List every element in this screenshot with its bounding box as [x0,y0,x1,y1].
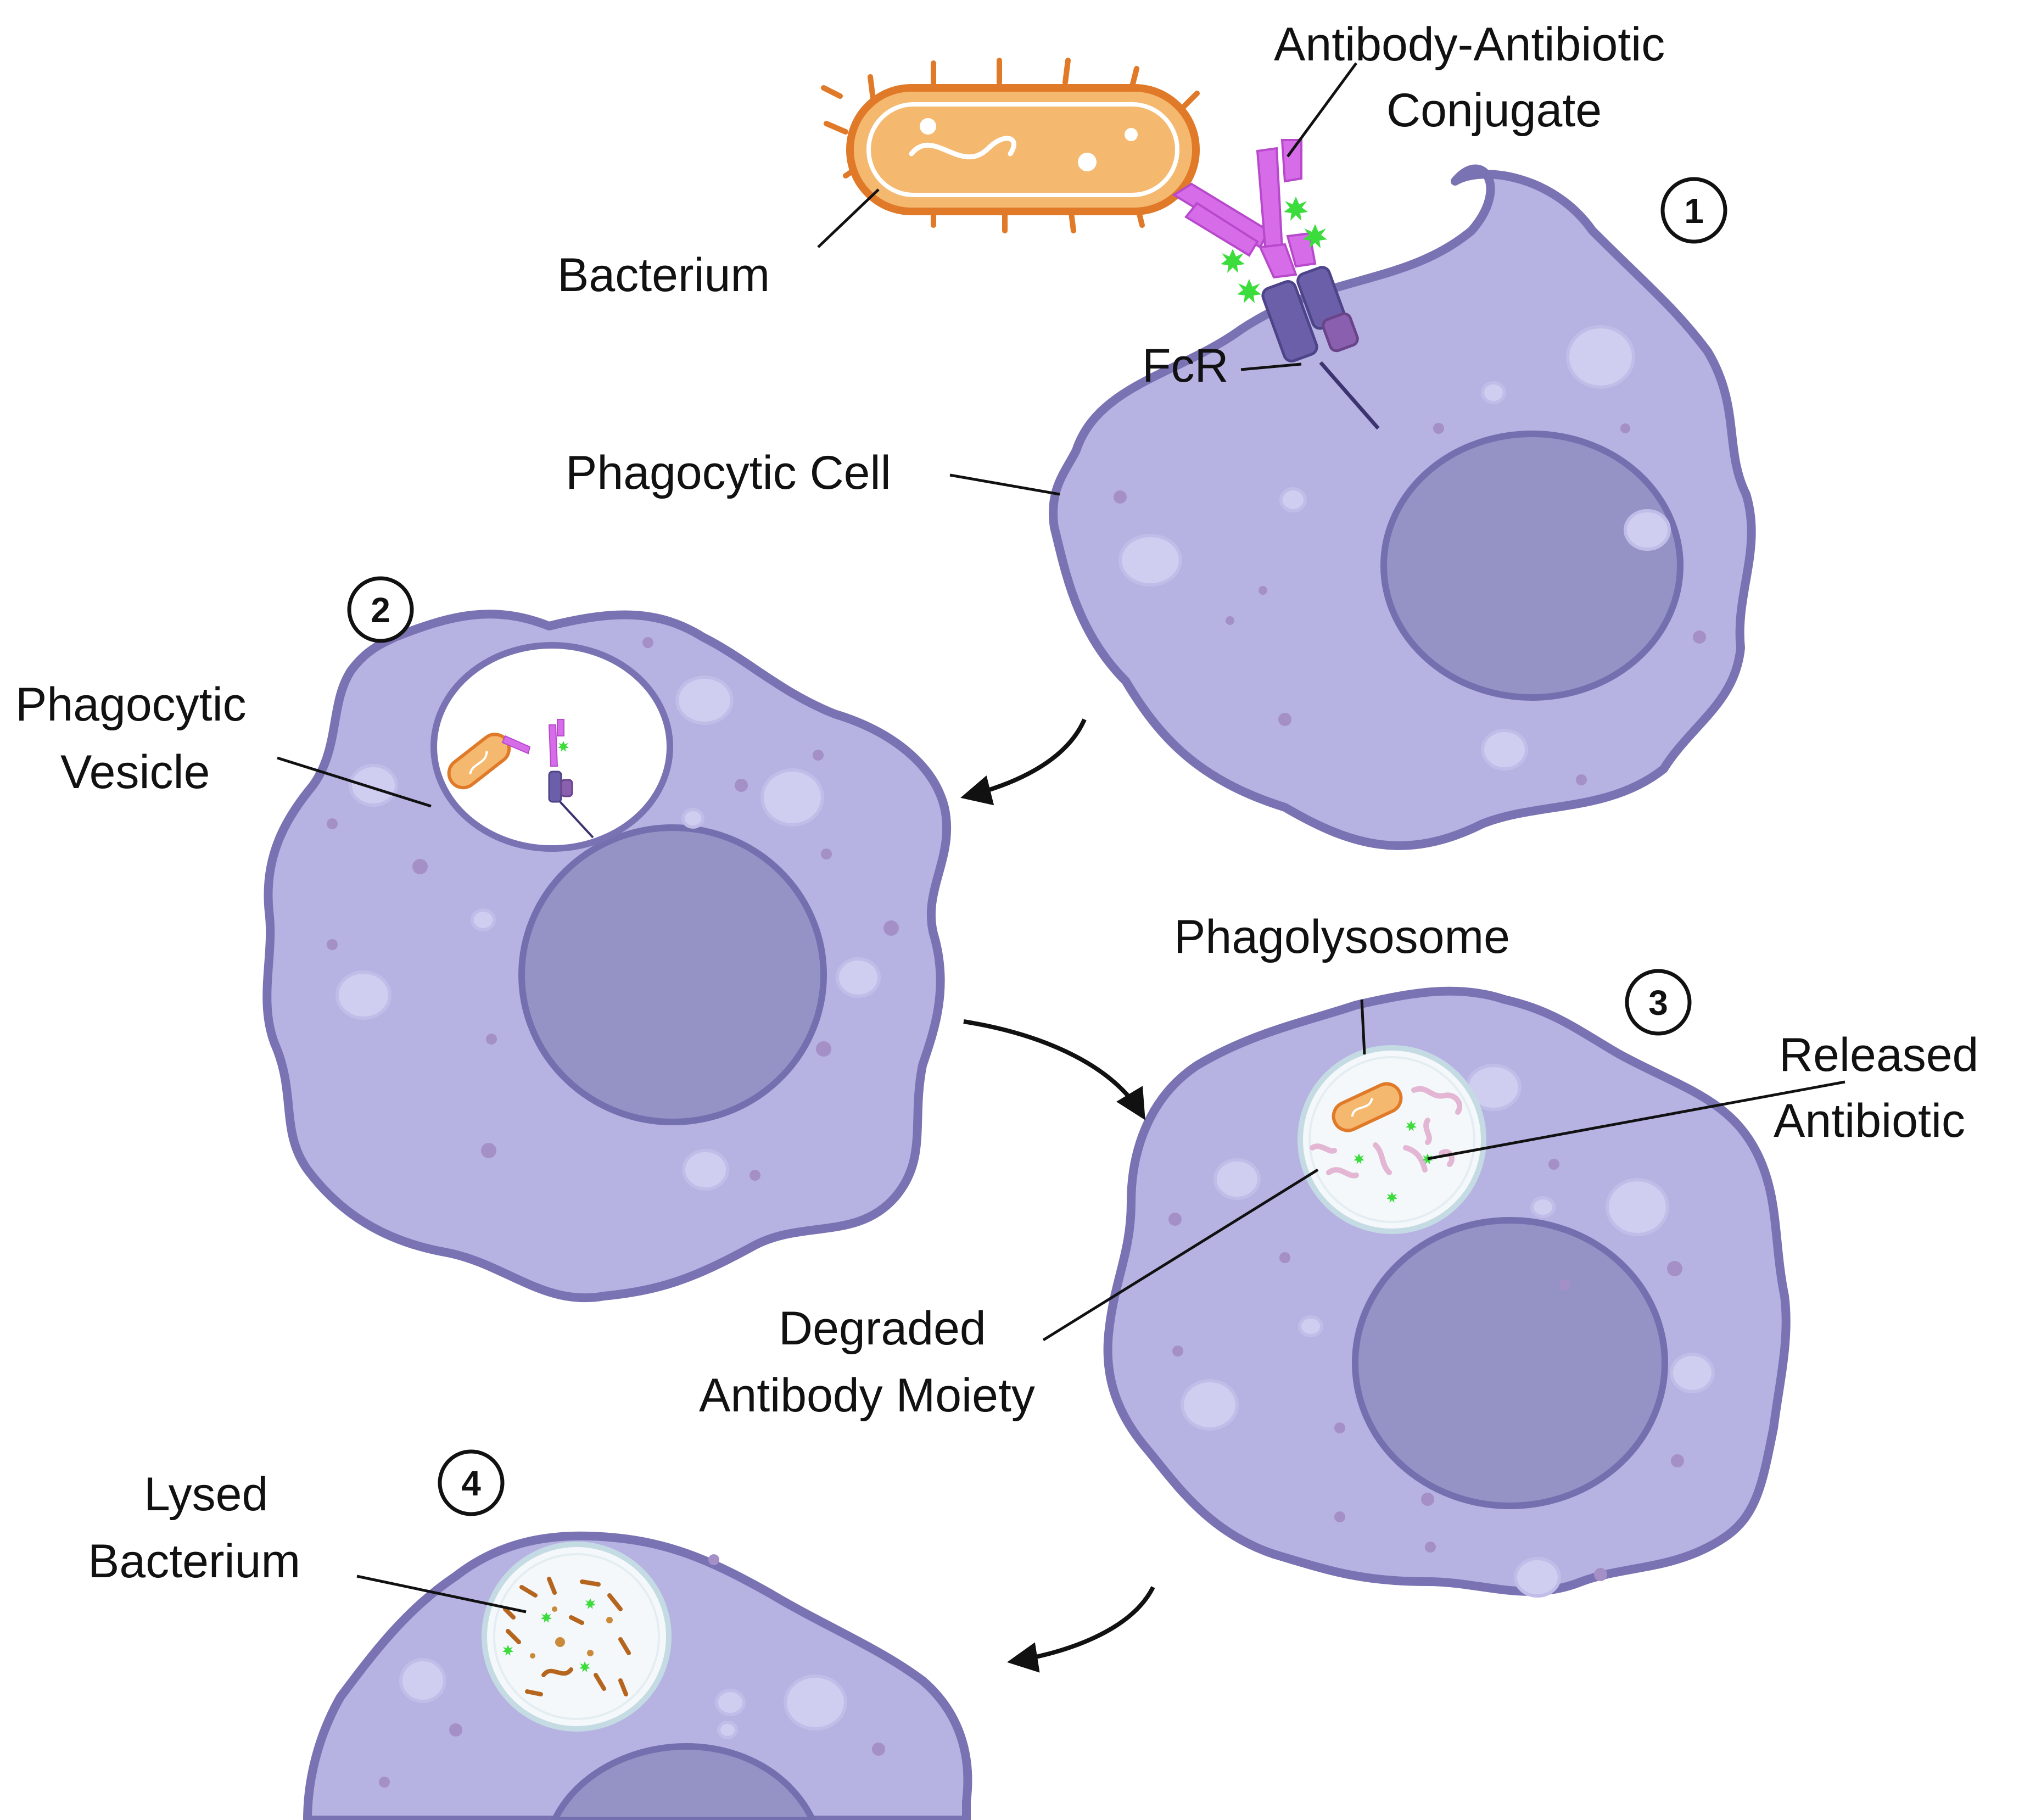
label-conjugate-line1: Antibody-Antibiotic [1274,18,1665,71]
label-released-antibiotic-line1: Released [1779,1029,1978,1081]
cell-1-phagocytic-cell [1049,164,1756,850]
label-phagocytic-vesicle-line1: Phagocytic [15,678,247,731]
step-2-marker: 2 [347,576,414,643]
label-phagocytic-vesicle-line2: Vesicle [60,746,210,799]
step-4-marker: 4 [438,1449,505,1516]
antibody-antibiotic-conjugate [1172,139,1327,303]
cell-2-nucleus [518,824,827,1125]
label-degraded-line2: Antibody Moiety [699,1369,1035,1422]
label-bacterium: Bacterium [557,249,770,302]
label-degraded-line1: Degraded [779,1302,986,1355]
label-conjugate-line2: Conjugate [1386,84,1602,137]
cell-3-nucleus [1352,1217,1668,1509]
cell-4-phagocytic-cell [303,1531,972,1820]
phagolysosome [1297,1045,1486,1234]
cell-4-nucleus [551,1743,816,1820]
bacterium [821,58,1200,233]
label-phagolysosome: Phagolysosome [1174,911,1510,963]
fc-receptor [1261,266,1380,430]
svg-text:3: 3 [1648,983,1668,1023]
label-released-antibiotic-line2: Antibiotic [1774,1095,1965,1147]
engulfed-conjugate [501,719,594,839]
cell-1-nucleus [1380,431,1684,701]
label-phagocytic-cell: Phagocytic Cell [566,446,891,499]
label-fcr: FcR [1142,339,1229,392]
cell-2-phagocytic-cell [262,610,951,1303]
svg-text:2: 2 [371,590,390,630]
step-3-marker: 3 [1625,969,1692,1036]
cell-3-phagocytic-cell [1103,986,1791,1598]
label-lysed-line2: Bacterium [88,1535,300,1588]
svg-text:1: 1 [1684,191,1704,231]
arrow-step1-to-step2 [960,718,1087,806]
arrow-step3-to-step4 [1006,1586,1155,1673]
label-lysed-line1: Lysed [144,1468,268,1521]
lysed-bacterium-phagolysosome [482,1542,672,1732]
arrow-step2-to-step3 [963,1019,1145,1120]
step-1-marker: 1 [1660,177,1727,244]
svg-text:4: 4 [461,1464,481,1503]
